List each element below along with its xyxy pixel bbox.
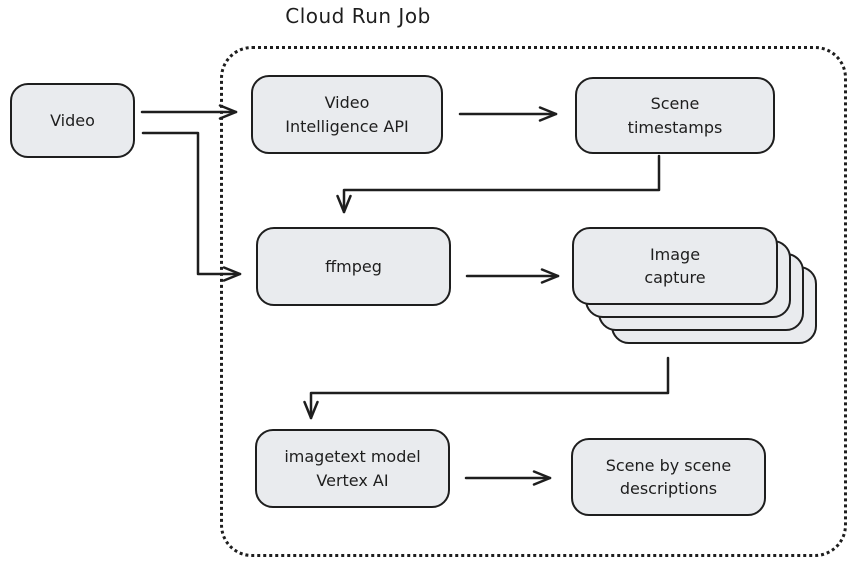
cloud-run-job-container (220, 46, 847, 557)
node-video-intelligence-api-label: Video Intelligence API (285, 93, 409, 136)
node-video: Video (10, 83, 135, 158)
node-scene-timestamps-label: Scene timestamps (627, 94, 723, 137)
node-scene-by-scene-descriptions-label: Scene by scene descriptions (605, 455, 732, 498)
node-ffmpeg: ffmpeg (256, 227, 451, 306)
node-image-capture: Image capture (572, 227, 778, 305)
diagram-title: Cloud Run Job (285, 4, 431, 28)
node-scene-by-scene-descriptions: Scene by scene descriptions (571, 438, 766, 516)
node-video-label: Video (50, 110, 95, 130)
node-imagetext-model-vertex-ai: imagetext model Vertex AI (255, 429, 450, 508)
node-image-capture-label: Image capture (644, 244, 706, 287)
node-scene-timestamps: Scene timestamps (575, 77, 775, 154)
node-ffmpeg-label: ffmpeg (325, 256, 382, 276)
node-video-intelligence-api: Video Intelligence API (251, 75, 443, 154)
node-imagetext-model-vertex-ai-label: imagetext model Vertex AI (284, 447, 421, 490)
